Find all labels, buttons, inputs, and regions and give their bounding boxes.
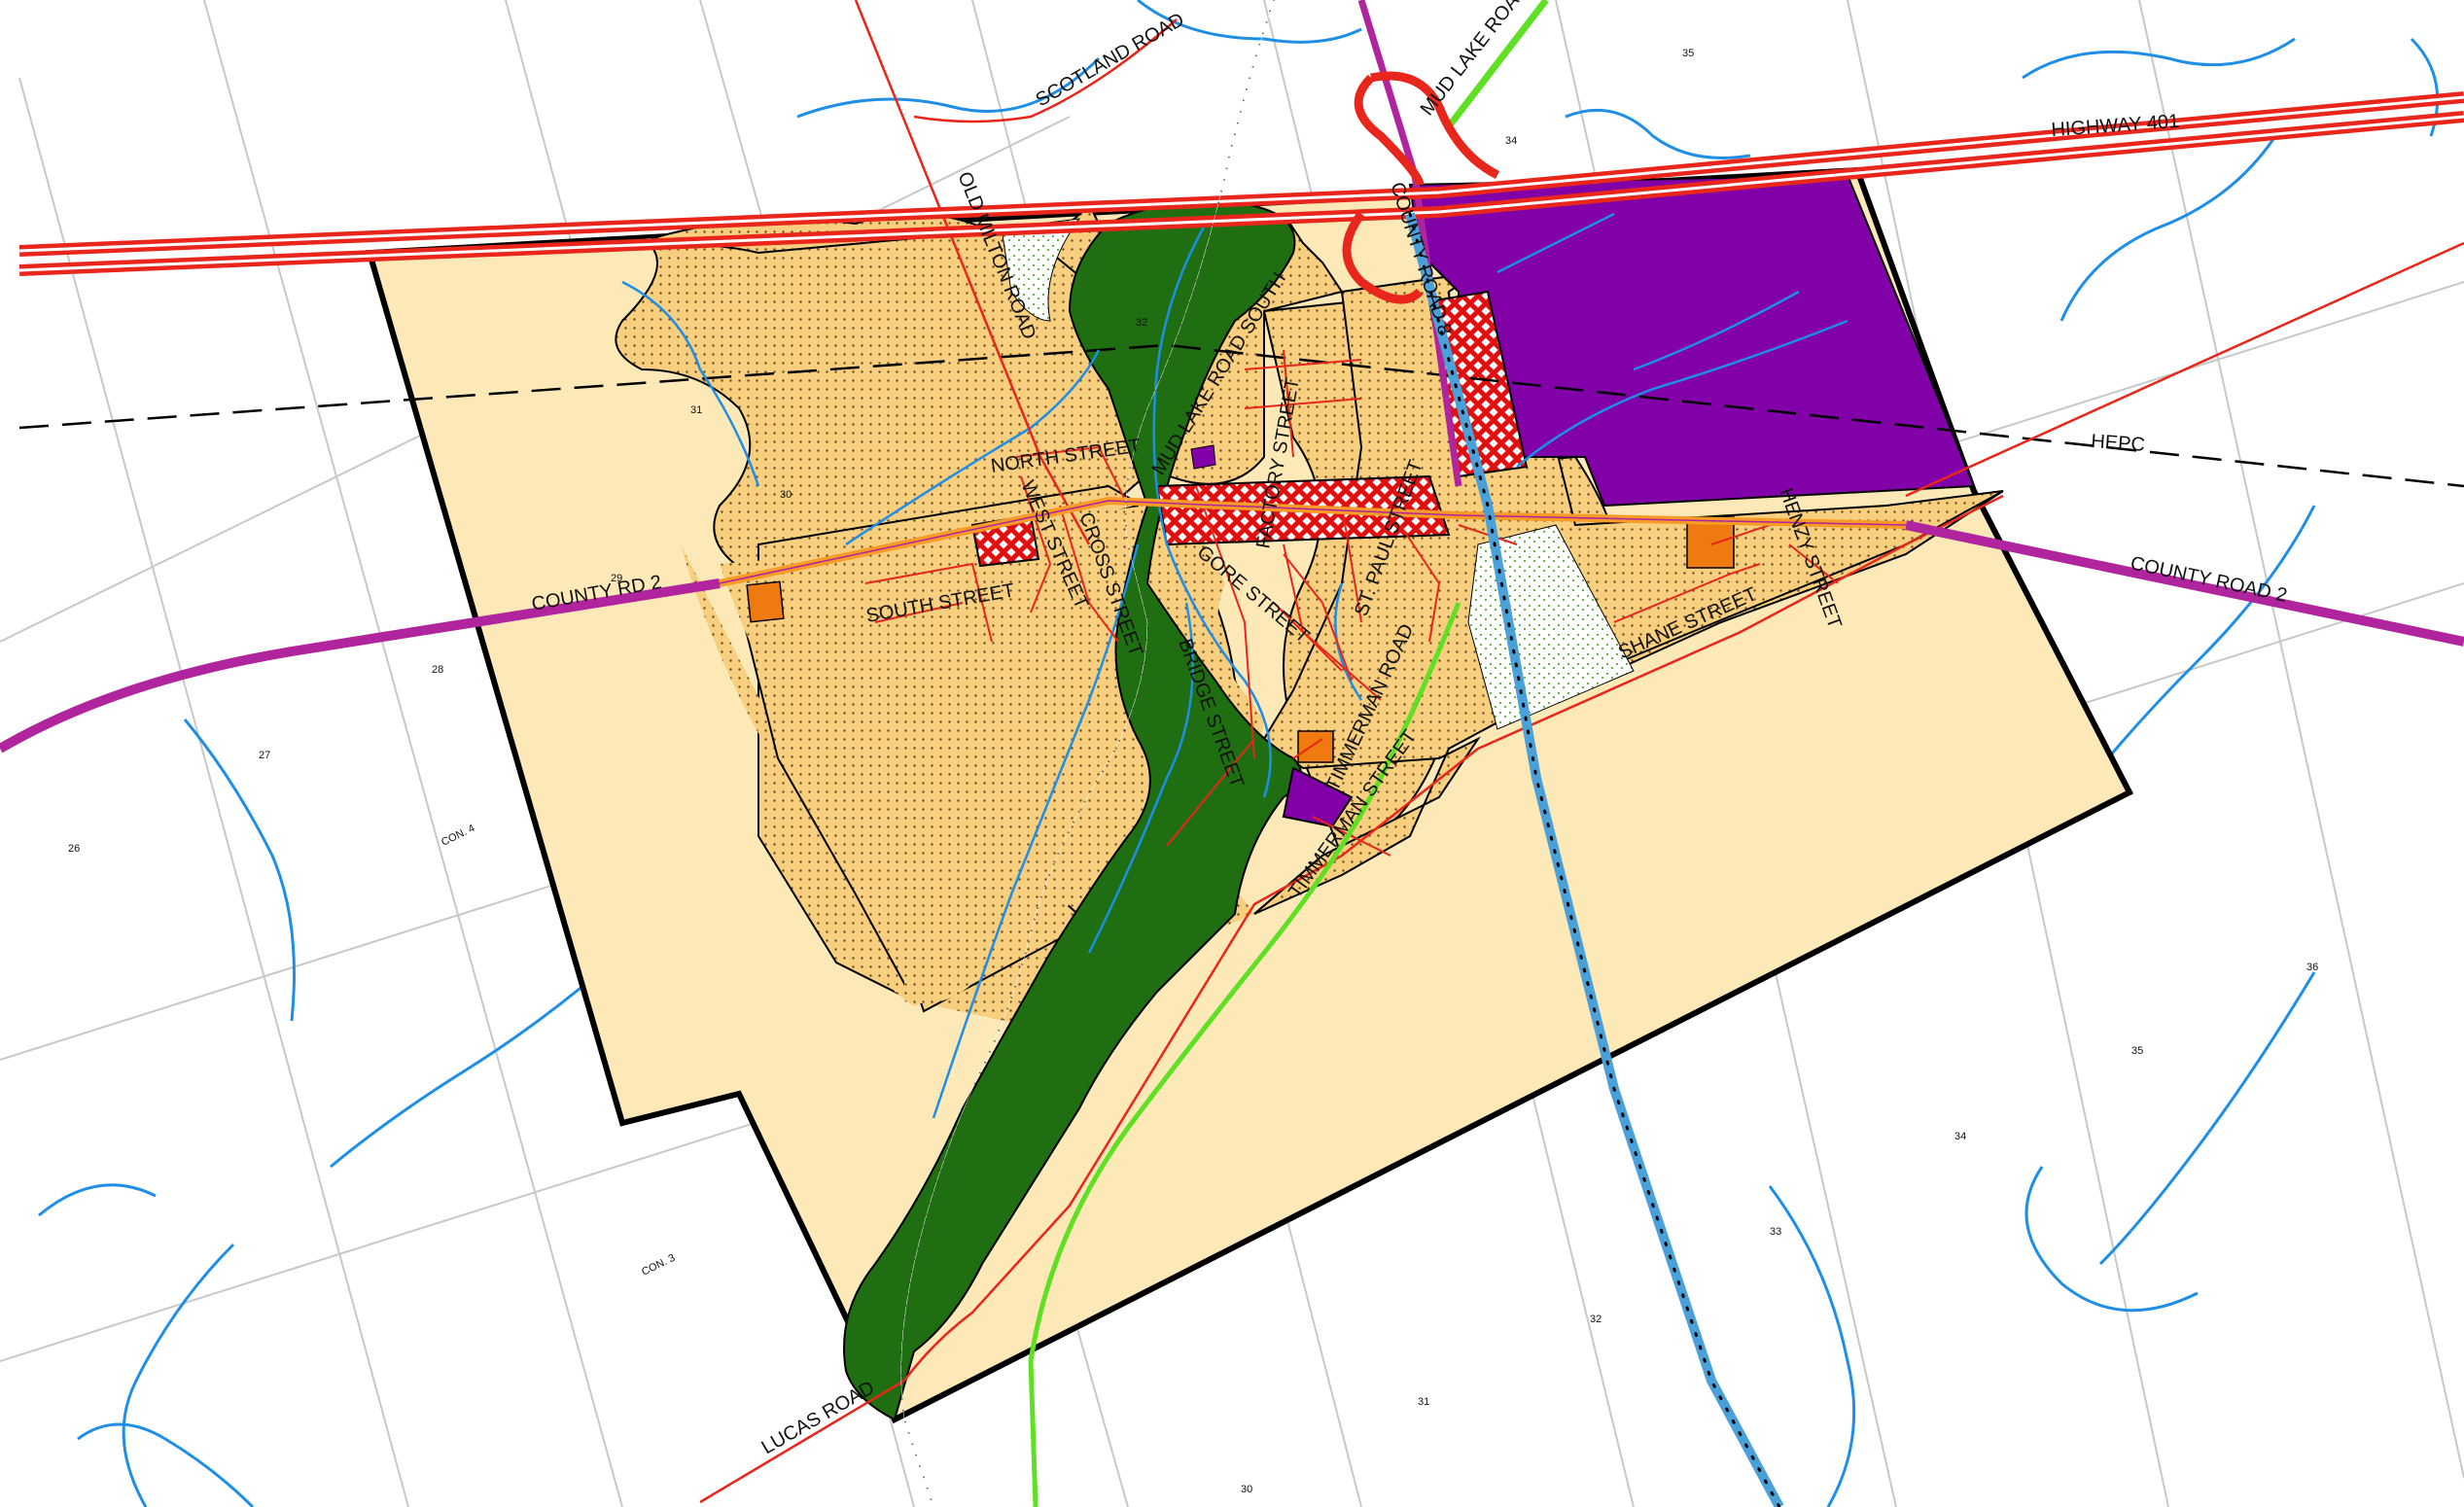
label-scotland-road: SCOTLAND ROAD <box>1033 9 1188 111</box>
lot-number: 36 <box>2306 962 2318 973</box>
lot-number: 27 <box>259 750 270 761</box>
natural-heritage-corridor <box>843 200 1302 1421</box>
watercourses <box>38 0 2440 1507</box>
label-hepc: HEPC <box>2091 431 2146 456</box>
lot-number: 28 <box>432 664 443 676</box>
lot-number: 30 <box>1241 1484 1252 1495</box>
lot-number: 35 <box>2131 1045 2143 1057</box>
lot-number: 30 <box>780 489 792 501</box>
county-road-2-east <box>1904 520 2464 647</box>
lot-number: 34 <box>1505 135 1517 147</box>
open-space-north <box>1001 218 1081 322</box>
lot-number: 31 <box>690 404 702 416</box>
lot-number: 32 <box>1590 1314 1602 1325</box>
lot-number: 29 <box>611 573 622 584</box>
local-streets <box>864 349 1839 857</box>
lot-number: 31 <box>1418 1396 1429 1408</box>
industrial-area-northeast <box>1408 173 1976 508</box>
label-lucas-road: LUCAS ROAD <box>758 1377 879 1458</box>
label-mud-lake-road: MUD LAKE ROAD <box>1417 0 1532 120</box>
industrial-area-small <box>1190 444 1216 470</box>
regional-roads <box>699 0 2464 1504</box>
mud-lake-road <box>1446 0 1549 129</box>
lot-number: 26 <box>68 843 80 855</box>
highway-401 <box>18 71 2464 304</box>
county-road-2-west <box>0 578 721 754</box>
concession-label: CON. 4 <box>440 823 476 849</box>
institutional-east <box>1686 516 1735 569</box>
railway <box>1405 212 1784 1507</box>
concession-label: CON. 3 <box>640 1252 677 1279</box>
institutional-west <box>746 580 785 623</box>
multi-use-trail <box>1028 602 1461 1507</box>
lot-number: 33 <box>1770 1226 1781 1238</box>
lot-number: 34 <box>1954 1131 1966 1142</box>
village-watercourses <box>621 212 1848 1119</box>
lot-number: 32 <box>1136 317 1147 329</box>
institutional-south <box>1297 730 1334 763</box>
open-space-east <box>1467 524 1635 730</box>
label-highway-401: HIGHWAY 401 <box>2051 111 2180 141</box>
lot-number: 35 <box>1682 48 1694 59</box>
lot-numbers: 35 34 32 31 30 29 28 27 26 36 35 34 33 3… <box>68 48 2318 1495</box>
